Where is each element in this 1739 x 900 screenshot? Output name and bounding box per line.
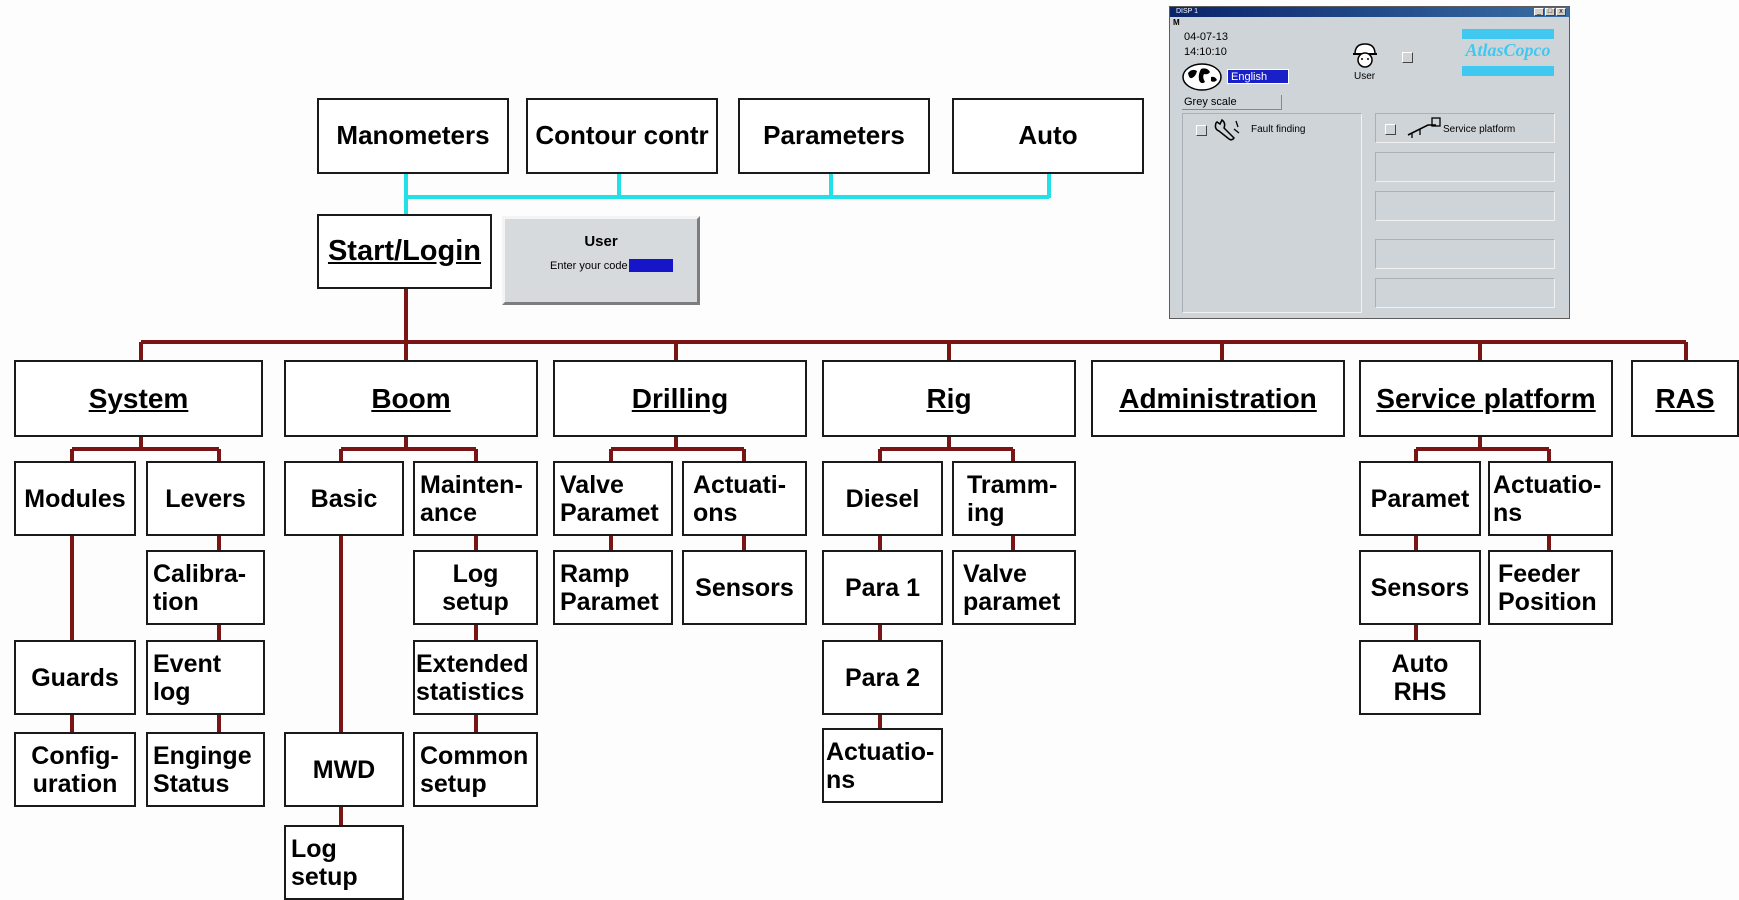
code-label: Enter your code [550,260,628,272]
system-levers[interactable]: Levers [146,461,265,536]
service-platform-slot[interactable] [1375,113,1555,143]
menu-manometers[interactable]: Manometers [317,98,509,174]
drilling-sensors[interactable]: Sensors [682,550,807,625]
empty-slot-3 [1375,239,1555,269]
system-modules[interactable]: Modules [14,461,136,536]
empty-slot-4 [1375,278,1555,308]
date-readout: 04-07-13 [1184,31,1229,43]
fault-finding-checkbox[interactable] [1196,125,1207,136]
category-administration[interactable]: Administration [1091,360,1345,437]
drilling-ramp-paramet[interactable]: Ramp Paramet [553,550,673,625]
code-input[interactable] [629,259,673,272]
category-boom[interactable]: Boom [284,360,538,437]
grey-scale-field[interactable]: Grey scale [1182,95,1282,110]
window-title: DISP 1 [1176,8,1199,15]
category-service-platform[interactable]: Service platform [1359,360,1613,437]
service-platform-actuations[interactable]: Actuatio- ns [1488,461,1613,536]
user-checkbox[interactable] [1402,52,1413,63]
rig-para-2[interactable]: Para 2 [822,640,943,715]
system-calibration[interactable]: Calibra- tion [146,550,265,625]
boom-mwd[interactable]: MWD [284,732,404,807]
dialog-title: User [584,233,618,250]
menu-contour-control[interactable]: Contour contr [526,98,718,174]
time-readout: 14:10:10 [1184,46,1227,58]
service-platform-checkbox[interactable] [1385,124,1396,135]
category-drilling[interactable]: Drilling [553,360,807,437]
service-platform-paramet[interactable]: Paramet [1359,461,1481,536]
category-rig[interactable]: Rig [822,360,1076,437]
user-login-dialog: User Enter your code [502,216,700,305]
mode-marker: M [1173,18,1180,27]
start-login[interactable]: Start/Login [317,214,492,289]
empty-slot-2 [1375,191,1555,221]
boom-mwd-log-setup[interactable]: Log setup [284,825,404,900]
boom-extended-statistics[interactable]: Extended statistics [413,640,538,715]
maximize-button[interactable]: □ [1545,8,1555,16]
drilling-valve-paramet[interactable]: Valve Paramet [553,461,673,536]
globe-icon [1182,63,1222,91]
boom-log-setup[interactable]: Log setup [413,550,538,625]
category-system[interactable]: System [14,360,263,437]
system-configuration[interactable]: Config- uration [14,732,136,807]
service-platform-feeder-position[interactable]: Feeder Position [1488,550,1613,625]
boom-basic[interactable]: Basic [284,461,404,536]
boom-common-setup[interactable]: Common setup [413,732,538,807]
fault-finding-label[interactable]: Fault finding [1251,124,1306,135]
menu-auto[interactable]: Auto [952,98,1144,174]
rig-para-1[interactable]: Para 1 [822,550,943,625]
service-platform-auto-rhs[interactable]: Auto RHS [1359,640,1481,715]
window-title-bar: DISP 1 [1170,7,1569,17]
system-engine-status[interactable]: Enginge Status [146,732,265,807]
service-platform-label[interactable]: Service platform [1443,124,1516,135]
drilling-actuations[interactable]: Actuati- ons [682,461,807,536]
minimize-button[interactable]: _ [1534,8,1544,16]
rig-actuations[interactable]: Actuatio- ns [822,728,943,803]
left-panel [1182,113,1362,313]
category-ras[interactable]: RAS [1631,360,1739,437]
rig-diesel[interactable]: Diesel [822,461,943,536]
rig-tramming[interactable]: Tramm- ing [952,461,1076,536]
brand-stripe-bottom [1462,66,1554,76]
service-platform-sensors[interactable]: Sensors [1359,550,1481,625]
user-helmet-icon [1353,43,1377,68]
wrench-icon [1214,118,1240,141]
system-event-log[interactable]: Event log [146,640,265,715]
display-window: DISP 1 _ □ x M 04-07-13 14:10:10 English… [1169,6,1570,319]
menu-parameters[interactable]: Parameters [738,98,930,174]
brand-logo: AtlasCopco [1465,40,1551,60]
service-platform-icon [1407,117,1441,138]
empty-slot-1 [1375,152,1555,182]
boom-maintenance[interactable]: Mainten- ance [413,461,538,536]
system-guards[interactable]: Guards [14,640,136,715]
rig-valve-paramet[interactable]: Valve paramet [952,550,1076,625]
language-field[interactable]: English [1227,69,1289,84]
user-label: User [1354,71,1376,82]
close-button[interactable]: x [1556,8,1566,16]
brand-stripe-top [1462,29,1554,39]
